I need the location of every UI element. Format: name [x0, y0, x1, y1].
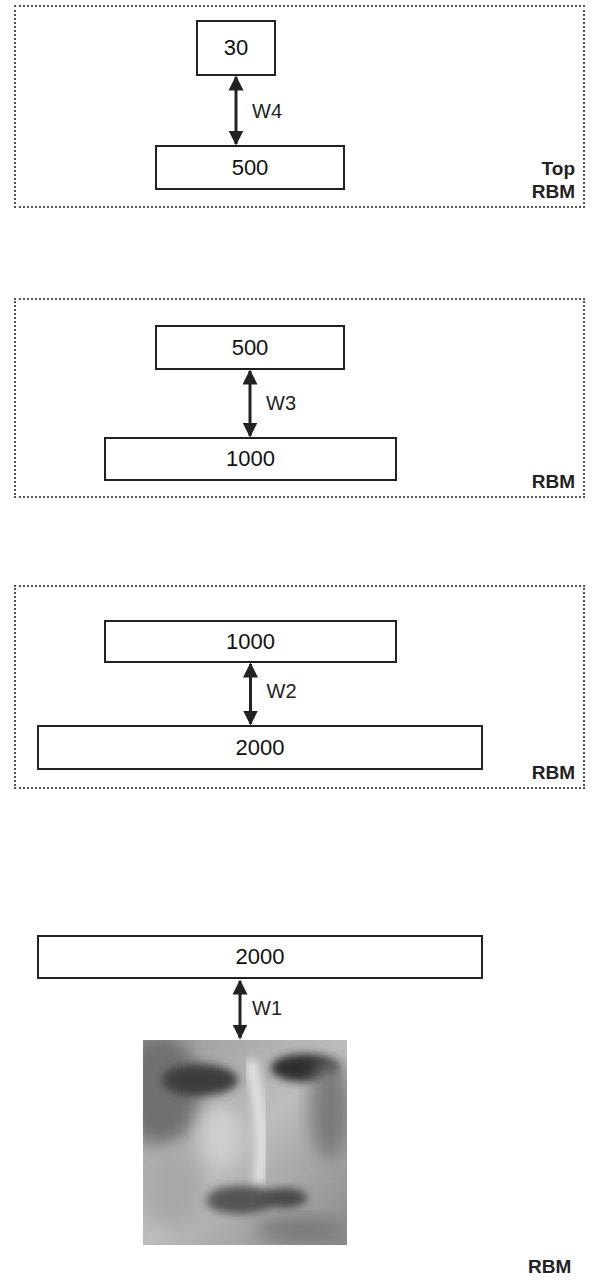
layer-box: 30 — [196, 20, 276, 76]
rbm-region: RBM 500 1000 — [14, 298, 585, 498]
rbm-label: RBM — [528, 1256, 571, 1278]
weight-label: W4 — [250, 100, 284, 123]
layer-box: 500 — [155, 145, 345, 190]
layer-box: 1000 — [104, 437, 397, 481]
weight-arrow — [249, 664, 252, 724]
weight-arrow — [249, 371, 252, 436]
layer-box: 1000 — [104, 620, 397, 663]
rbm-region: RBM 1000 2000 — [14, 585, 585, 789]
unit-count: 500 — [224, 155, 277, 181]
rbm-region: Top RBM 30 500 — [14, 5, 585, 208]
face-image — [143, 1040, 347, 1245]
unit-count: 30 — [216, 35, 256, 61]
rbm-label: RBM — [532, 470, 575, 494]
rbm-label: Top RBM — [532, 157, 575, 205]
weight-label: W1 — [252, 997, 282, 1020]
unit-count: 500 — [224, 335, 277, 361]
unit-count: 1000 — [218, 446, 283, 472]
unit-count: 1000 — [218, 629, 283, 655]
layer-box: 2000 — [37, 935, 483, 979]
weight-arrow — [235, 77, 238, 144]
weight-label: W2 — [265, 680, 299, 703]
weight-arrow — [239, 981, 242, 1038]
unit-count: 2000 — [228, 944, 293, 970]
layer-box: 2000 — [37, 725, 483, 770]
weight-label: W3 — [264, 392, 298, 415]
rbm-label: RBM — [532, 761, 575, 785]
unit-count: 2000 — [228, 735, 293, 761]
layer-box: 500 — [155, 325, 345, 370]
